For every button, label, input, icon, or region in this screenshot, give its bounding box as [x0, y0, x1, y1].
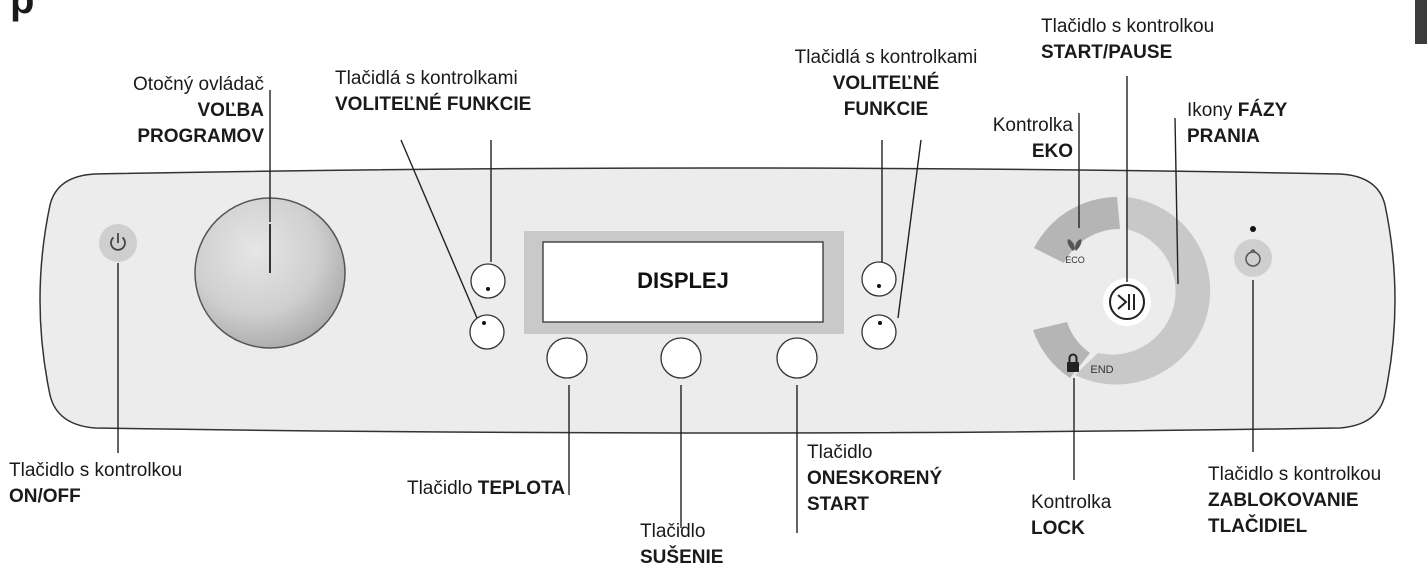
options-right-label: Tlačidlá s kontrolkami VOLITEĽNÉ FUNKCIE: [794, 47, 978, 120]
option-button-left-top[interactable]: [470, 263, 506, 299]
callout-lines: [117, 76, 1254, 533]
on-off-label: Tlačidlo s kontrolkou ON/OFF: [9, 460, 183, 507]
side-tab: [1415, 0, 1427, 44]
wash-phases-label: Ikony FÁZY PRANIA: [1187, 100, 1288, 147]
option-button-right-bottom[interactable]: [861, 314, 897, 350]
temperature-label: Tlačidlo TEPLOTA: [406, 478, 565, 499]
play-pause-icon: [1117, 294, 1128, 310]
start-pause-button[interactable]: [1103, 278, 1151, 326]
delayed-start-button[interactable]: [776, 337, 818, 379]
key-lock-button[interactable]: [1234, 226, 1272, 277]
display-label: DISPLEJ: [637, 268, 729, 293]
lock-icon: [1067, 353, 1079, 372]
header-fragment: p: [10, 0, 35, 22]
lock-light-label: Kontrolka LOCK: [1031, 492, 1112, 539]
drying-label: Tlačidlo SUŠENIE: [640, 521, 724, 568]
options-left-label: Tlačidlá s kontrolkami VOLITEĽNÉ FUNKCIE: [335, 68, 532, 115]
power-icon: [110, 236, 126, 251]
child-face-icon: [1245, 249, 1261, 267]
drying-button[interactable]: [660, 337, 702, 379]
eco-icon-text: ECO: [1065, 255, 1085, 265]
program-dial-label: Otočný ovládač VOĽBA PROGRAMOV: [133, 74, 264, 147]
program-dial[interactable]: [194, 197, 346, 349]
eco-icon: [1067, 239, 1082, 251]
eco-indicator-segment: [1034, 197, 1120, 263]
end-icon-text: END: [1090, 364, 1113, 376]
temperature-button[interactable]: [546, 337, 588, 379]
option-button-left-bottom[interactable]: [469, 314, 505, 350]
display-panel: [524, 231, 844, 334]
delayed-start-label: Tlačidlo ONESKORENÝ START: [807, 442, 943, 515]
on-off-button[interactable]: [99, 224, 137, 262]
key-lock-label: Tlačidlo s kontrolkou ZABLOKOVANIE TLAČI…: [1208, 464, 1382, 537]
option-button-right-top[interactable]: [861, 261, 897, 297]
start-pause-label: Tlačidlo s kontrolkou START/PAUSE: [1041, 16, 1215, 63]
eco-light-label: Kontrolka EKO: [992, 115, 1073, 162]
